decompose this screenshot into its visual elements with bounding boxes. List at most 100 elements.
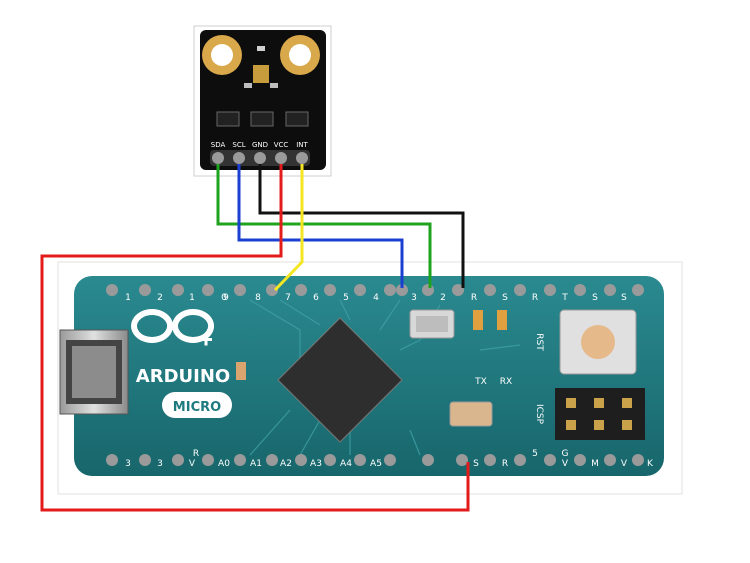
bottom-pin — [484, 454, 496, 466]
top-pin-label: R — [471, 293, 477, 303]
top-pin — [452, 284, 464, 296]
top-pin-label: 3 — [411, 293, 417, 303]
top-pin — [544, 284, 556, 296]
bottom-pin — [604, 454, 616, 466]
header-pin — [233, 152, 245, 164]
bottom-pin-label: G — [562, 449, 569, 459]
header-pin — [296, 152, 308, 164]
top-pin-label: 6 — [313, 293, 319, 303]
top-pin — [604, 284, 616, 296]
top-pin — [139, 284, 151, 296]
bottom-pin-label: R — [502, 459, 508, 469]
top-pin-label: 5 — [343, 293, 349, 303]
smd-component — [257, 46, 265, 51]
sensor-pin-label-vcc: VCC — [274, 141, 289, 149]
bottom-pin-label: 3 — [157, 459, 163, 469]
bottom-pin — [139, 454, 151, 466]
bottom-pin-label: K — [647, 459, 654, 469]
top-pin-label: 0 — [221, 293, 227, 303]
bottom-pin-label: A4 — [340, 459, 352, 469]
sensor-chip — [253, 65, 269, 83]
header-pin — [254, 152, 266, 164]
bottom-pin-label: A3 — [310, 459, 322, 469]
header-pin — [212, 152, 224, 164]
arduino-logo — [131, 309, 215, 346]
top-pin-label: 8 — [255, 293, 261, 303]
bottom-pin — [354, 454, 366, 466]
icsp-pin — [594, 420, 604, 430]
rx-led — [497, 310, 507, 330]
top-pin — [106, 284, 118, 296]
rst-label: RST — [534, 333, 544, 351]
top-pin-label: 1 — [189, 293, 195, 303]
icsp-body — [555, 388, 645, 440]
sensor-pin-label-sda: SDA — [211, 141, 226, 149]
wires — [40, 164, 470, 512]
top-pin — [324, 284, 336, 296]
icsp-header — [555, 388, 645, 440]
top-pin-label: S — [502, 293, 508, 303]
top-pin — [384, 284, 396, 296]
wire-gnd-black — [258, 164, 465, 288]
model-badge — [162, 392, 232, 418]
bottom-pin-label: A5 — [370, 459, 382, 469]
sensor-module: SDA SCL GND VCC INT — [193, 25, 332, 177]
icsp-pin — [594, 398, 604, 408]
wire-scl-blue — [237, 164, 404, 288]
crystal-top — [416, 316, 448, 332]
sensor-pin-label-gnd: GND — [252, 141, 268, 149]
chip-body — [277, 317, 403, 443]
reset-button-cap[interactable] — [581, 325, 615, 359]
brand-text: ARDUINO — [136, 366, 230, 387]
icsp-pin — [622, 398, 632, 408]
microcontroller-chip — [277, 317, 403, 443]
logo-plus-v — [204, 333, 208, 346]
pcb-traces — [249, 299, 521, 456]
top-pin-label: S — [592, 293, 598, 303]
top-pin — [202, 284, 214, 296]
top-pin — [295, 284, 307, 296]
reset-button[interactable] — [559, 309, 637, 375]
top-pin — [632, 284, 644, 296]
top-pin-label: S — [621, 293, 627, 303]
top-pin — [422, 284, 434, 296]
top-pin-label: 2 — [440, 293, 446, 303]
icsp-pin — [566, 398, 576, 408]
bottom-pin-label: R — [193, 449, 199, 459]
icsp-pin — [566, 420, 576, 430]
bottom-pin — [172, 454, 184, 466]
bottom-pin-row — [106, 454, 644, 466]
sensor-regulator — [285, 111, 309, 127]
bottom-pin-label: A2 — [280, 459, 292, 469]
bottom-pin — [514, 454, 526, 466]
bottom-pin-label: M — [591, 459, 599, 469]
logo-minus — [142, 338, 154, 341]
top-pin-row — [106, 284, 644, 296]
bottom-pin — [295, 454, 307, 466]
bottom-pin-label: A0 — [218, 459, 230, 469]
tx-led — [473, 310, 483, 330]
wire-vcc-red — [40, 164, 470, 512]
bottom-pin — [422, 454, 434, 466]
bottom-pin — [384, 454, 396, 466]
header-pin — [275, 152, 287, 164]
tx-label: TX — [474, 377, 487, 387]
wire-sda-green — [216, 164, 432, 288]
top-pin — [354, 284, 366, 296]
bottom-pin — [544, 454, 556, 466]
bottom-pin — [202, 454, 214, 466]
bottom-pin — [456, 454, 468, 466]
bottom-pin — [632, 454, 644, 466]
bottom-pin-label: V — [189, 459, 196, 469]
usb-inner — [72, 346, 116, 398]
mount-hole-left-inner — [211, 44, 233, 66]
sensor-regulator — [216, 111, 240, 127]
model-text: MICRO — [173, 400, 221, 415]
led — [236, 362, 246, 380]
capacitor — [449, 401, 493, 427]
top-pin — [574, 284, 586, 296]
top-pin — [234, 284, 246, 296]
top-pin-label: 1 — [125, 293, 131, 303]
